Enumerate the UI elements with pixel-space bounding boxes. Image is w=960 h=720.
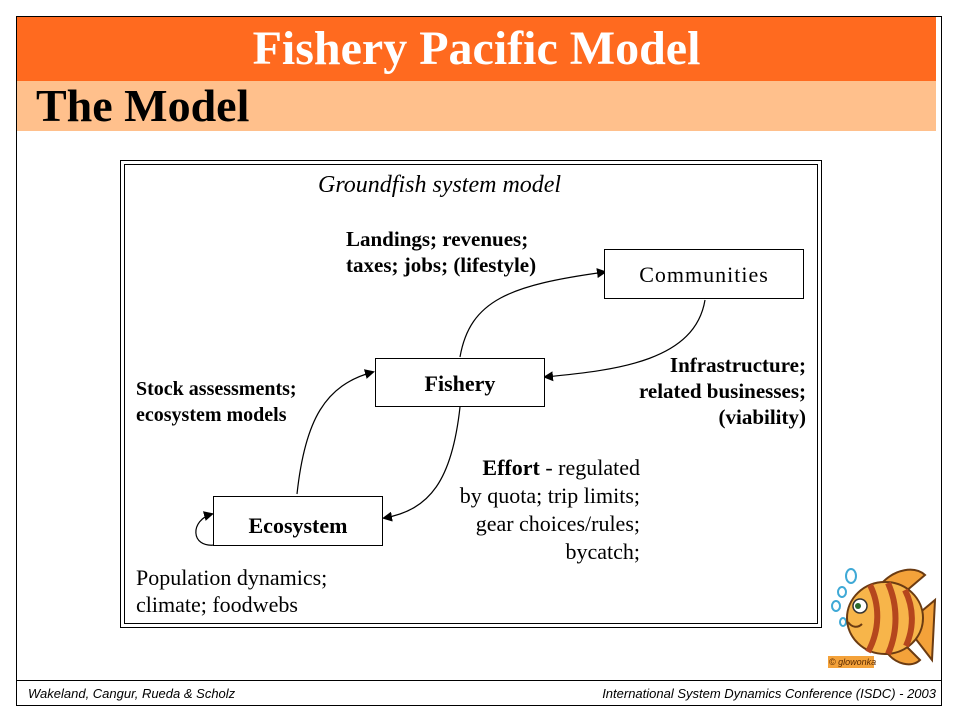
slide-title: Fishery Pacific Model <box>252 22 701 75</box>
slide-subtitle: The Model <box>36 80 250 131</box>
arrow-fishery-to-communities <box>459 268 607 358</box>
diagram-outer-border <box>120 160 822 628</box>
label-effort-rest: - regulated <box>539 455 640 480</box>
arrow-ecosystem-self-loop <box>195 511 216 546</box>
label-landings-1: Landings; revenues; <box>346 227 529 251</box>
slide-frame <box>16 16 942 706</box>
arrow-fishery-to-ecosystem <box>382 406 461 522</box>
clipart-credit: © glowonka <box>829 657 877 667</box>
node-communities-label: Communities <box>639 262 769 287</box>
footer-divider <box>17 680 941 681</box>
label-population-1: Population dynamics; <box>136 565 328 590</box>
label-infra-2: related businesses; <box>638 379 806 403</box>
diagram-inner-border <box>124 164 818 624</box>
footer-authors: Wakeland, Cangur, Rueda & Scholz <box>28 686 236 701</box>
node-ecosystem-label: Ecosystem <box>248 513 348 538</box>
label-stock-2: ecosystem models <box>136 404 287 426</box>
subtitle-bar <box>17 81 936 131</box>
label-landings-2: taxes; jobs; (lifestyle) <box>346 253 537 277</box>
label-stock-1: Stock assessments; <box>136 378 297 400</box>
label-effort-1: Effort - regulated <box>420 455 640 481</box>
label-population-2: climate; foodwebs <box>136 592 298 617</box>
node-fishery: Fishery <box>375 358 545 407</box>
node-ecosystem: Ecosystem <box>213 496 383 546</box>
node-fishery-label: Fishery <box>424 371 496 396</box>
label-infra-3: (viability) <box>718 405 807 429</box>
label-effort-3: gear choices/rules; <box>475 511 640 536</box>
node-communities: Communities <box>604 249 804 299</box>
footer-conference: International System Dynamics Conference… <box>602 686 936 701</box>
label-effort-4: bycatch; <box>565 539 640 564</box>
arrow-communities-to-fishery <box>543 299 706 382</box>
diagram-title: Groundfish system model <box>318 172 562 198</box>
label-infra-1: Infrastructure; <box>669 353 806 377</box>
label-effort-bold: Effort <box>482 455 540 480</box>
arrow-ecosystem-to-fishery <box>296 369 375 495</box>
label-effort-2: by quota; trip limits; <box>459 483 640 508</box>
title-bar <box>17 17 936 81</box>
